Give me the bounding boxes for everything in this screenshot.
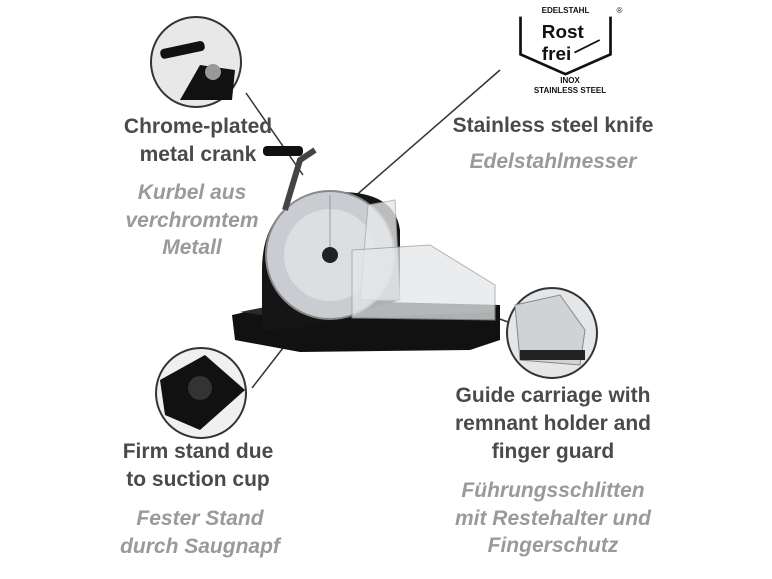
crank-title-line: metal crank: [139, 143, 257, 166]
leader-lines: [245, 69, 509, 389]
logo-top: EDELSTAHL: [542, 6, 590, 15]
carriage-german-line: mit Restehalter und: [454, 506, 652, 530]
carriage-title-line: Guide carriage with: [455, 384, 651, 407]
carriage-german: Führungsschlitten mit Restehalter und Fi…: [455, 477, 651, 560]
carriage-title-line: finger guard: [491, 440, 615, 463]
logo-stainless: STAINLESS STEEL: [533, 86, 607, 95]
carriage-title: Guide carriage with remnant holder and f…: [455, 382, 651, 466]
inset-carriage: [506, 287, 598, 379]
knife-german: Edelstahlmesser: [470, 148, 637, 176]
slicer-image: [232, 146, 500, 352]
knife-title-line: Stainless steel knife: [452, 114, 654, 137]
knife-title: Stainless steel knife: [453, 112, 654, 140]
carriage-german-line: Führungsschlitten: [461, 479, 645, 502]
rostfrei-logo: EDELSTAHL ® Rost frei INOX STAINLESS STE…: [505, 4, 635, 96]
logo-registered-mark: ®: [617, 6, 623, 15]
crank-german: Kurbel aus verchromtem Metall: [125, 179, 258, 262]
inset-crank: [150, 16, 242, 108]
logo-inox: INOX: [560, 76, 580, 85]
crank-german-line: Kurbel aus: [137, 181, 247, 204]
carriage-german-line: Fingerschutz: [487, 534, 619, 557]
stand-german-line: Fester Stand: [136, 507, 264, 530]
crank-german-line: verchromtem: [125, 208, 259, 232]
stand-title-line: to suction cup: [126, 468, 270, 491]
logo-rost: Rost: [542, 22, 585, 43]
stand-german-line: durch Saugnapf: [120, 534, 280, 558]
stand-title: Firm stand due to suction cup: [123, 438, 274, 494]
crank-title: Chrome-plated metal crank: [124, 113, 272, 169]
stand-title-line: Firm stand due: [122, 440, 274, 463]
crank-title-line: Chrome-plated: [123, 115, 273, 138]
inset-suction-cup: [155, 347, 247, 439]
stand-german: Fester Stand durch Saugnapf: [120, 505, 280, 560]
logo-frei: frei: [542, 44, 571, 65]
carriage-title-line: remnant holder and: [454, 412, 652, 435]
crank-german-line: Metall: [162, 236, 222, 259]
knife-german-line: Edelstahlmesser: [469, 150, 637, 173]
